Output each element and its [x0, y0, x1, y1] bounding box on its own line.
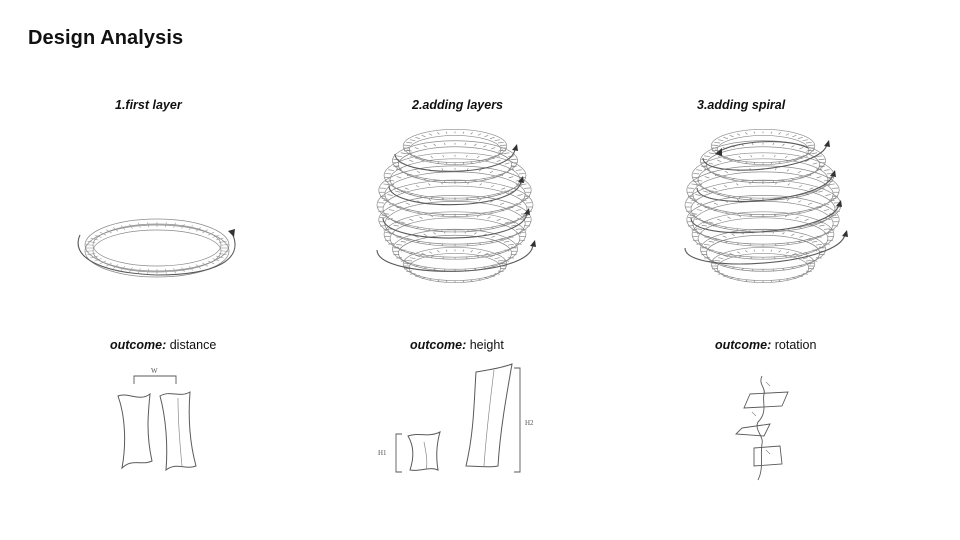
outcome-prefix: outcome: [410, 338, 467, 352]
outcome-prefix: outcome: [110, 338, 167, 352]
outcome-value: height [469, 338, 504, 352]
first-layer-ring-illustration [77, 218, 236, 278]
height-h2-label: H2 [525, 419, 534, 427]
distance-diagram: W [117, 367, 197, 472]
outcome-value: rotation [774, 338, 817, 352]
page-title: Design Analysis [28, 27, 184, 49]
outcome-rotation: outcome: rotation [715, 338, 816, 352]
step-label-first-layer: 1.first layer [115, 98, 182, 112]
adding-layers-stack-illustration [376, 129, 536, 283]
height-diagram: H1 H2 [378, 363, 534, 473]
outcome-value: distance [169, 338, 217, 352]
step-label-adding-spiral: 3.adding spiral [697, 98, 786, 112]
outcome-distance: outcome: distance [110, 338, 216, 352]
width-dimension-label: W [151, 367, 158, 375]
height-h1-label: H1 [378, 449, 387, 457]
outcome-height: outcome: height [410, 338, 504, 352]
outcome-prefix: outcome: [715, 338, 772, 352]
adding-spiral-illustration [684, 129, 848, 283]
step-label-adding-layers: 2.adding layers [412, 98, 504, 112]
rotation-diagram [734, 375, 789, 481]
